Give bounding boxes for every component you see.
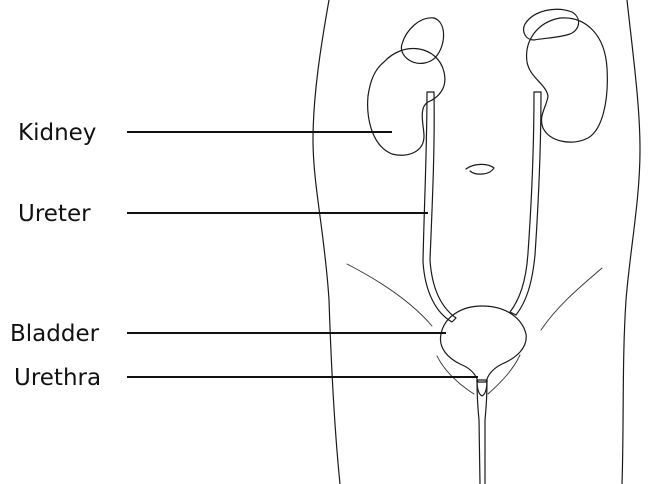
urethra-label: Urethra <box>14 365 101 391</box>
left-ureter <box>423 92 456 322</box>
groin-lines <box>347 264 602 330</box>
left-adrenal-gland <box>401 18 443 64</box>
bladder-label: Bladder <box>10 321 100 347</box>
ureter-label: Ureter <box>18 201 91 227</box>
left-kidney <box>368 49 445 156</box>
right-adrenal-gland <box>524 9 579 40</box>
right-ureter <box>510 92 541 315</box>
kidney-label: Kidney <box>18 120 96 146</box>
bladder <box>440 306 526 382</box>
navel <box>466 164 494 174</box>
right-kidney <box>527 18 608 142</box>
torso-outline <box>313 0 640 484</box>
